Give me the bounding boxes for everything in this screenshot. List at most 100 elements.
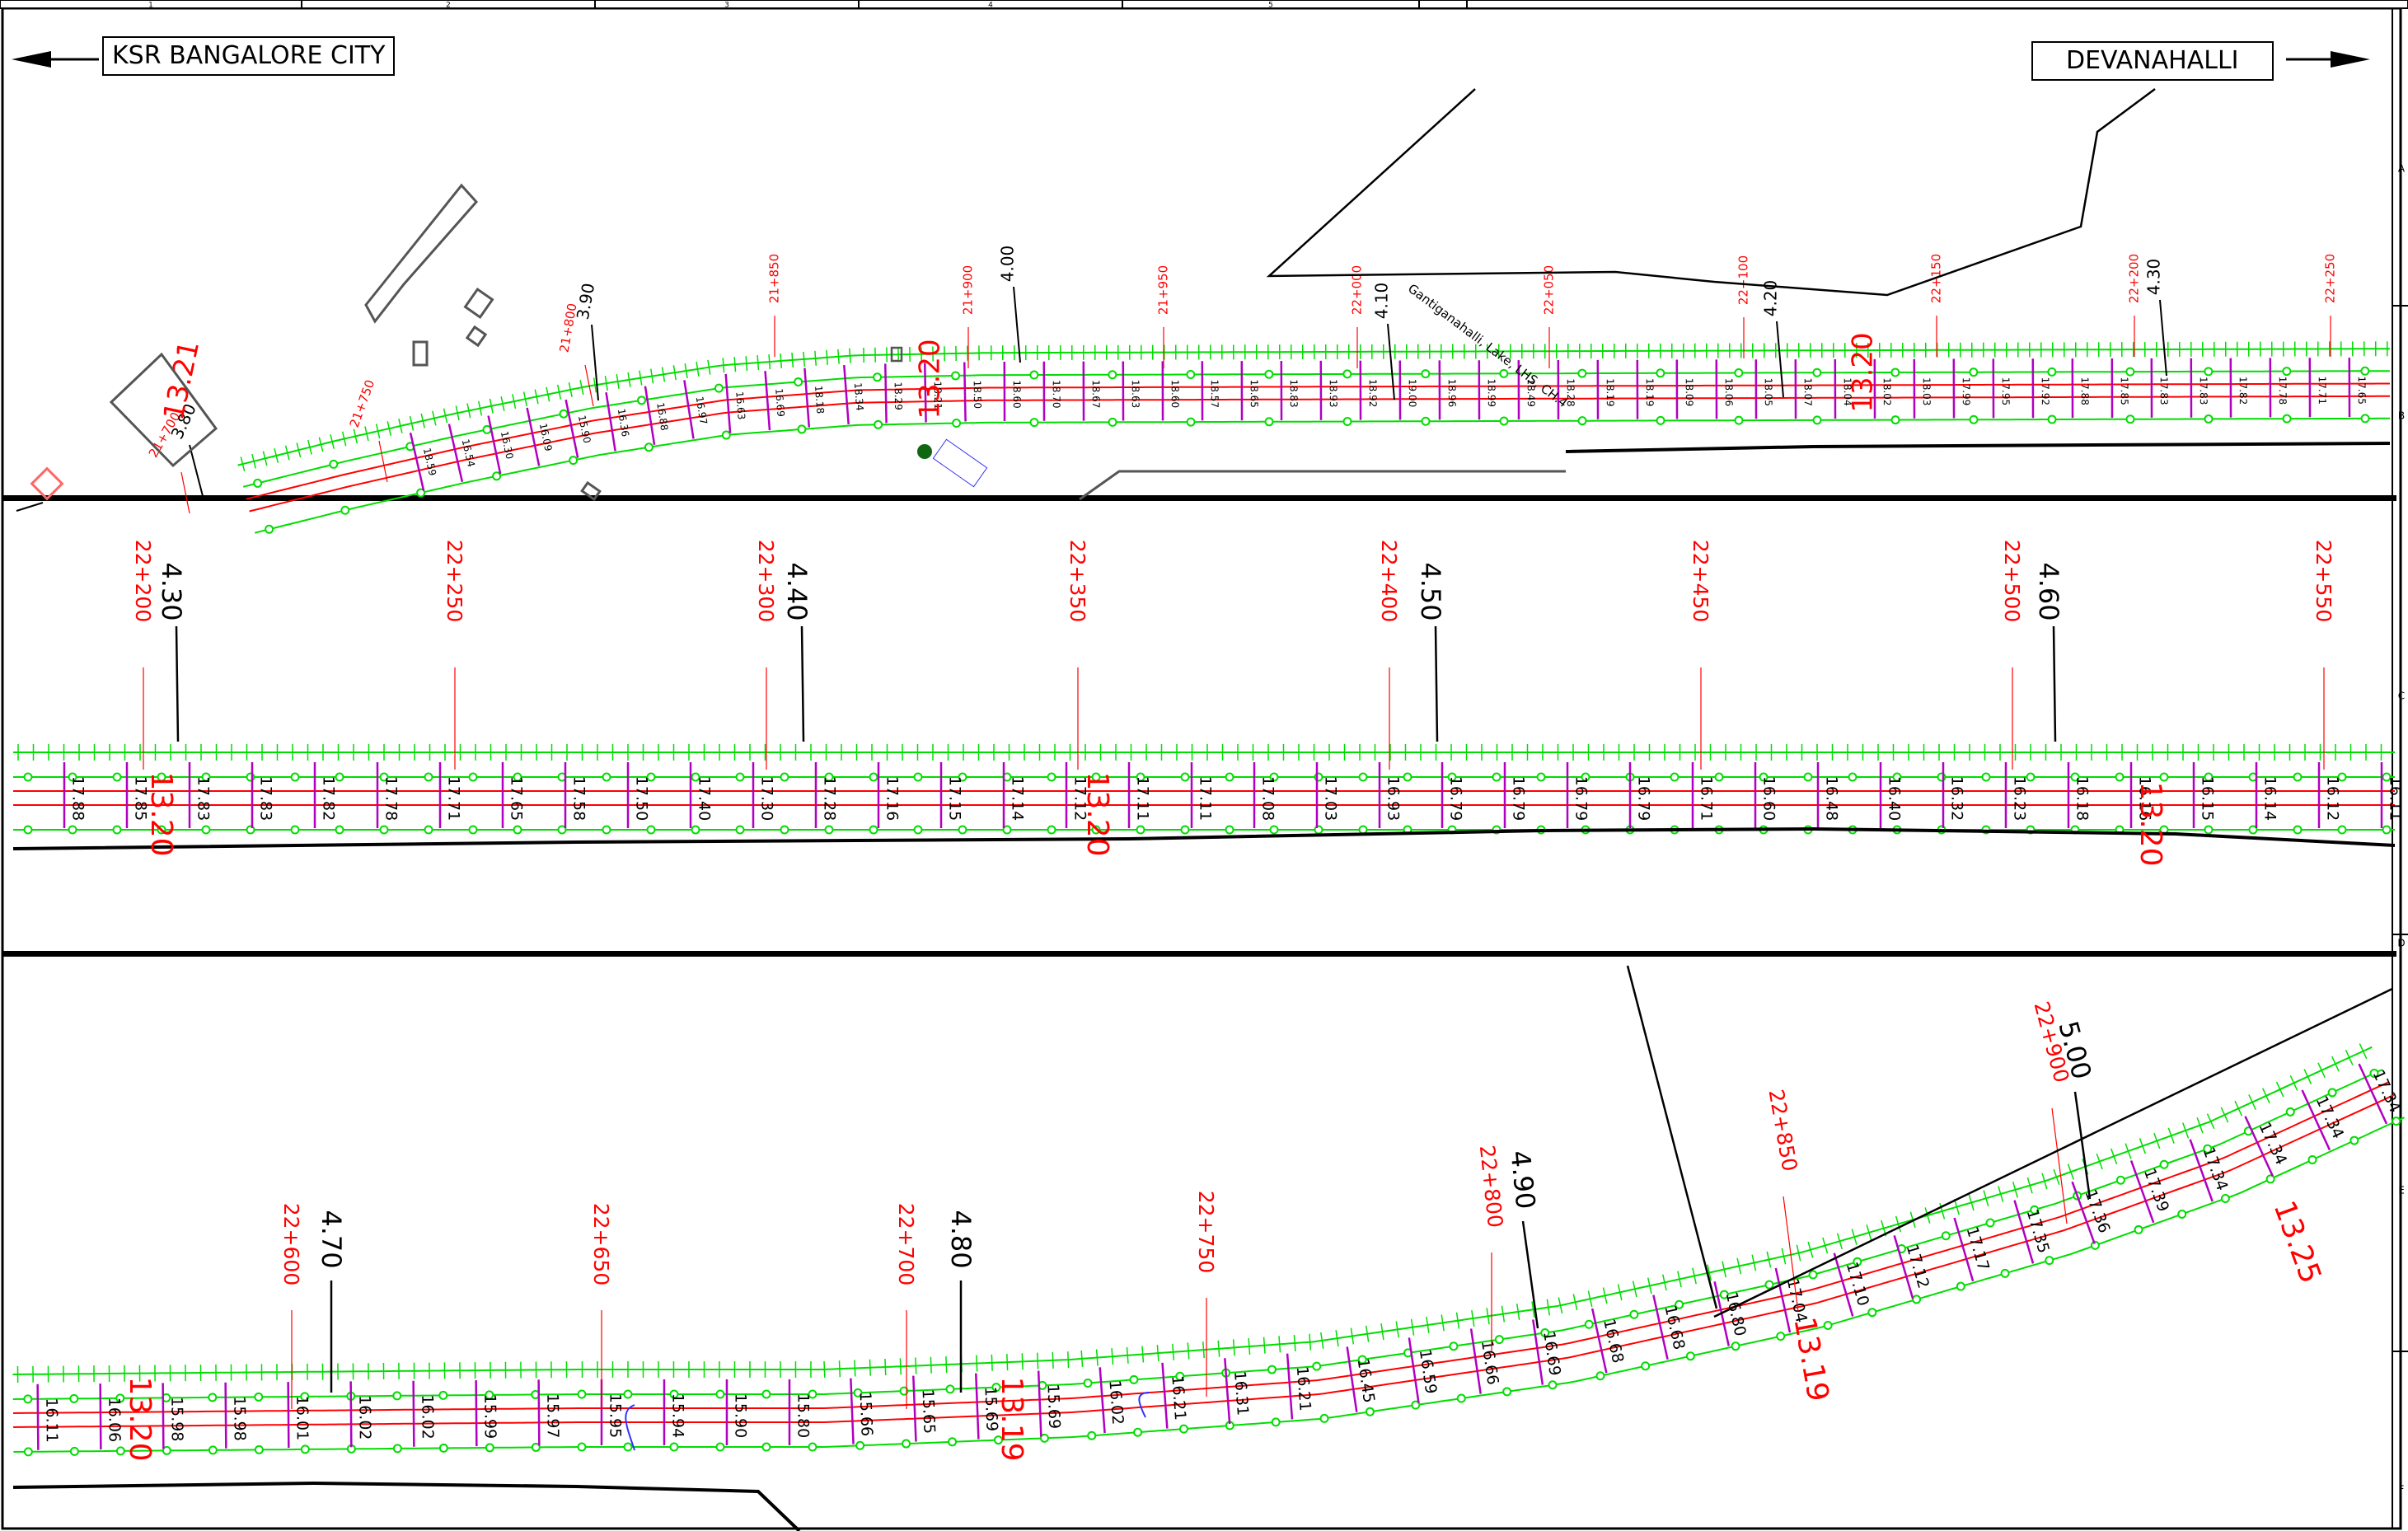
strip3-crossing-line [1469,1328,1482,1394]
strip1-green-bottom [254,417,2391,534]
blue-symbol-1 [625,1404,635,1451]
strip3-marker-bottom [902,1439,911,1449]
strip1-marker-bottom [2282,414,2292,424]
strip1-fence-tick [443,408,448,424]
strip1-marker-mid [1186,369,1196,379]
strip2-level-value: 17.16 [883,776,902,821]
strip3-fence-tick [1141,1346,1145,1363]
strip3-fence-tick [2041,1173,2048,1190]
strip3-marker-mid [2159,1159,2169,1169]
strip3-marker-bottom [1319,1413,1329,1423]
strip3-fence-tick [1021,1353,1024,1370]
strip3-marker-bottom [577,1442,587,1452]
strip1-marker-mid [1499,368,1509,378]
strip3-level-value: 15.80 [794,1393,812,1438]
strip1-level-value: 17.83 [2158,377,2170,405]
strip2-marker-mid [290,772,300,782]
strip2-marker-mid [513,772,522,782]
strip1-chainage-tick [584,364,594,407]
strip3-marker-mid [1267,1365,1277,1374]
strip1-marker-mid [2360,366,2370,376]
strip3-height-leader [2073,1091,2092,1200]
strip1-level-value: 17.83 [2198,377,2209,405]
strip2-marker-bottom [1136,825,1145,835]
strip2-level-value: 16.32 [1948,776,1966,821]
strip2-level-value: 17.83 [194,776,213,821]
strip3-fence-tick [1531,1301,1535,1318]
strip2-marker-bottom [1180,825,1190,835]
strip2-level-value: 17.11 [1134,776,1152,821]
strip3-crossing-line [1532,1319,1544,1385]
strip3-marker-bottom [1087,1430,1097,1440]
strip1-crossing-line [487,415,502,475]
strip3-crossing-line [412,1380,415,1447]
strip1-marker-bottom [1186,417,1196,427]
strip1-fence-tick [546,386,550,402]
strip3-height-label: 4.90 [1504,1149,1541,1210]
strip1-marker-bottom [492,471,502,481]
strip3-crossing-line [162,1383,165,1449]
strip2-marker-bottom [379,825,389,835]
strip3-fence-tick [1836,1233,1843,1250]
strip3-level-value: 16.06 [105,1398,123,1443]
strip2-marker-bottom [1358,825,1368,835]
strip1-fence-tick [803,351,806,367]
strip3-fence-tick [1707,1264,1712,1281]
strip3-fence-tick [1558,1297,1563,1314]
strip2-chainage-label: 22+500 [2000,540,2024,622]
strip1-level-value: 17.82 [2237,377,2249,405]
strip3-marker-bottom [1595,1371,1605,1381]
strip3-fence-tick [2220,1107,2229,1123]
strip3-marker-mid [899,1386,909,1396]
strip3-fence-tick [1395,1321,1399,1338]
strip2-marker-bottom [869,825,878,835]
strip3-crossing-line [1161,1362,1169,1429]
strip1-chainage-label: 21+950 [1156,265,1171,315]
strip2-marker-mid [201,772,211,782]
strip3-marker-bottom [69,1446,79,1456]
strip1-fence-tick [420,413,425,428]
strip1-marker-mid [329,459,339,469]
strip3-marker-bottom [715,1442,725,1452]
building-outline-2 [364,183,479,324]
strip2-marker-mid [2159,772,2169,782]
strip3-marker-bottom [115,1446,125,1456]
strip2-marker-bottom [958,825,967,835]
strip1-height-leader [1776,321,1784,398]
strip2-marker-mid [1403,772,1412,782]
strip1-fence-tick [409,415,415,431]
strip1-fence-tick [307,439,312,455]
strip3-level-value: 17.34 [2369,1067,2405,1116]
strip1-level-value: 18.09 [1684,378,1695,406]
road-edge [1079,470,1566,501]
strip1-fence-tick [733,357,737,372]
strip1-fence-tick [251,453,256,469]
strip3-diagonal-line [1626,965,1718,1309]
strip3-chainage-tick [2051,1107,2068,1224]
strip1-height-leader [1013,286,1021,363]
strip1-height-label: 4.00 [998,246,1018,283]
strip3-marker-mid [2327,1088,2337,1098]
strip1-level-value: 18.96 [1446,379,1458,407]
strip3-marker-mid [669,1389,679,1399]
strip1-level-value: 18.05 [1763,378,1774,406]
strip3-fence-tick [1866,1224,1872,1241]
strip1-chainage-label: 21+900 [961,265,976,315]
strip1-crossing-line [764,371,771,431]
strip1-fence-tick [639,370,643,386]
strip3-marker-bottom [1271,1417,1281,1427]
strip3-crossing-line [1346,1346,1358,1412]
strip3-chainage-tick [1783,1196,1799,1313]
strip1-fence-tick [341,431,347,447]
strip2-marker-bottom [1091,825,1101,835]
strip1-marker-bottom [721,430,731,440]
strip3-fence-tick [1953,1198,1960,1215]
strip3-crossing-line [2071,1181,2096,1244]
strip3-level-value: 15.98 [167,1397,185,1442]
strip2-marker-mid [1047,772,1056,782]
strip3-fence-tick [2026,1177,2033,1194]
strip1-level-value: 18.03 [1921,377,1932,405]
strip1-marker-bottom [569,456,579,466]
strip3-fence-tick [991,1354,993,1371]
strip1-level-value: 18.07 [1802,377,1814,405]
